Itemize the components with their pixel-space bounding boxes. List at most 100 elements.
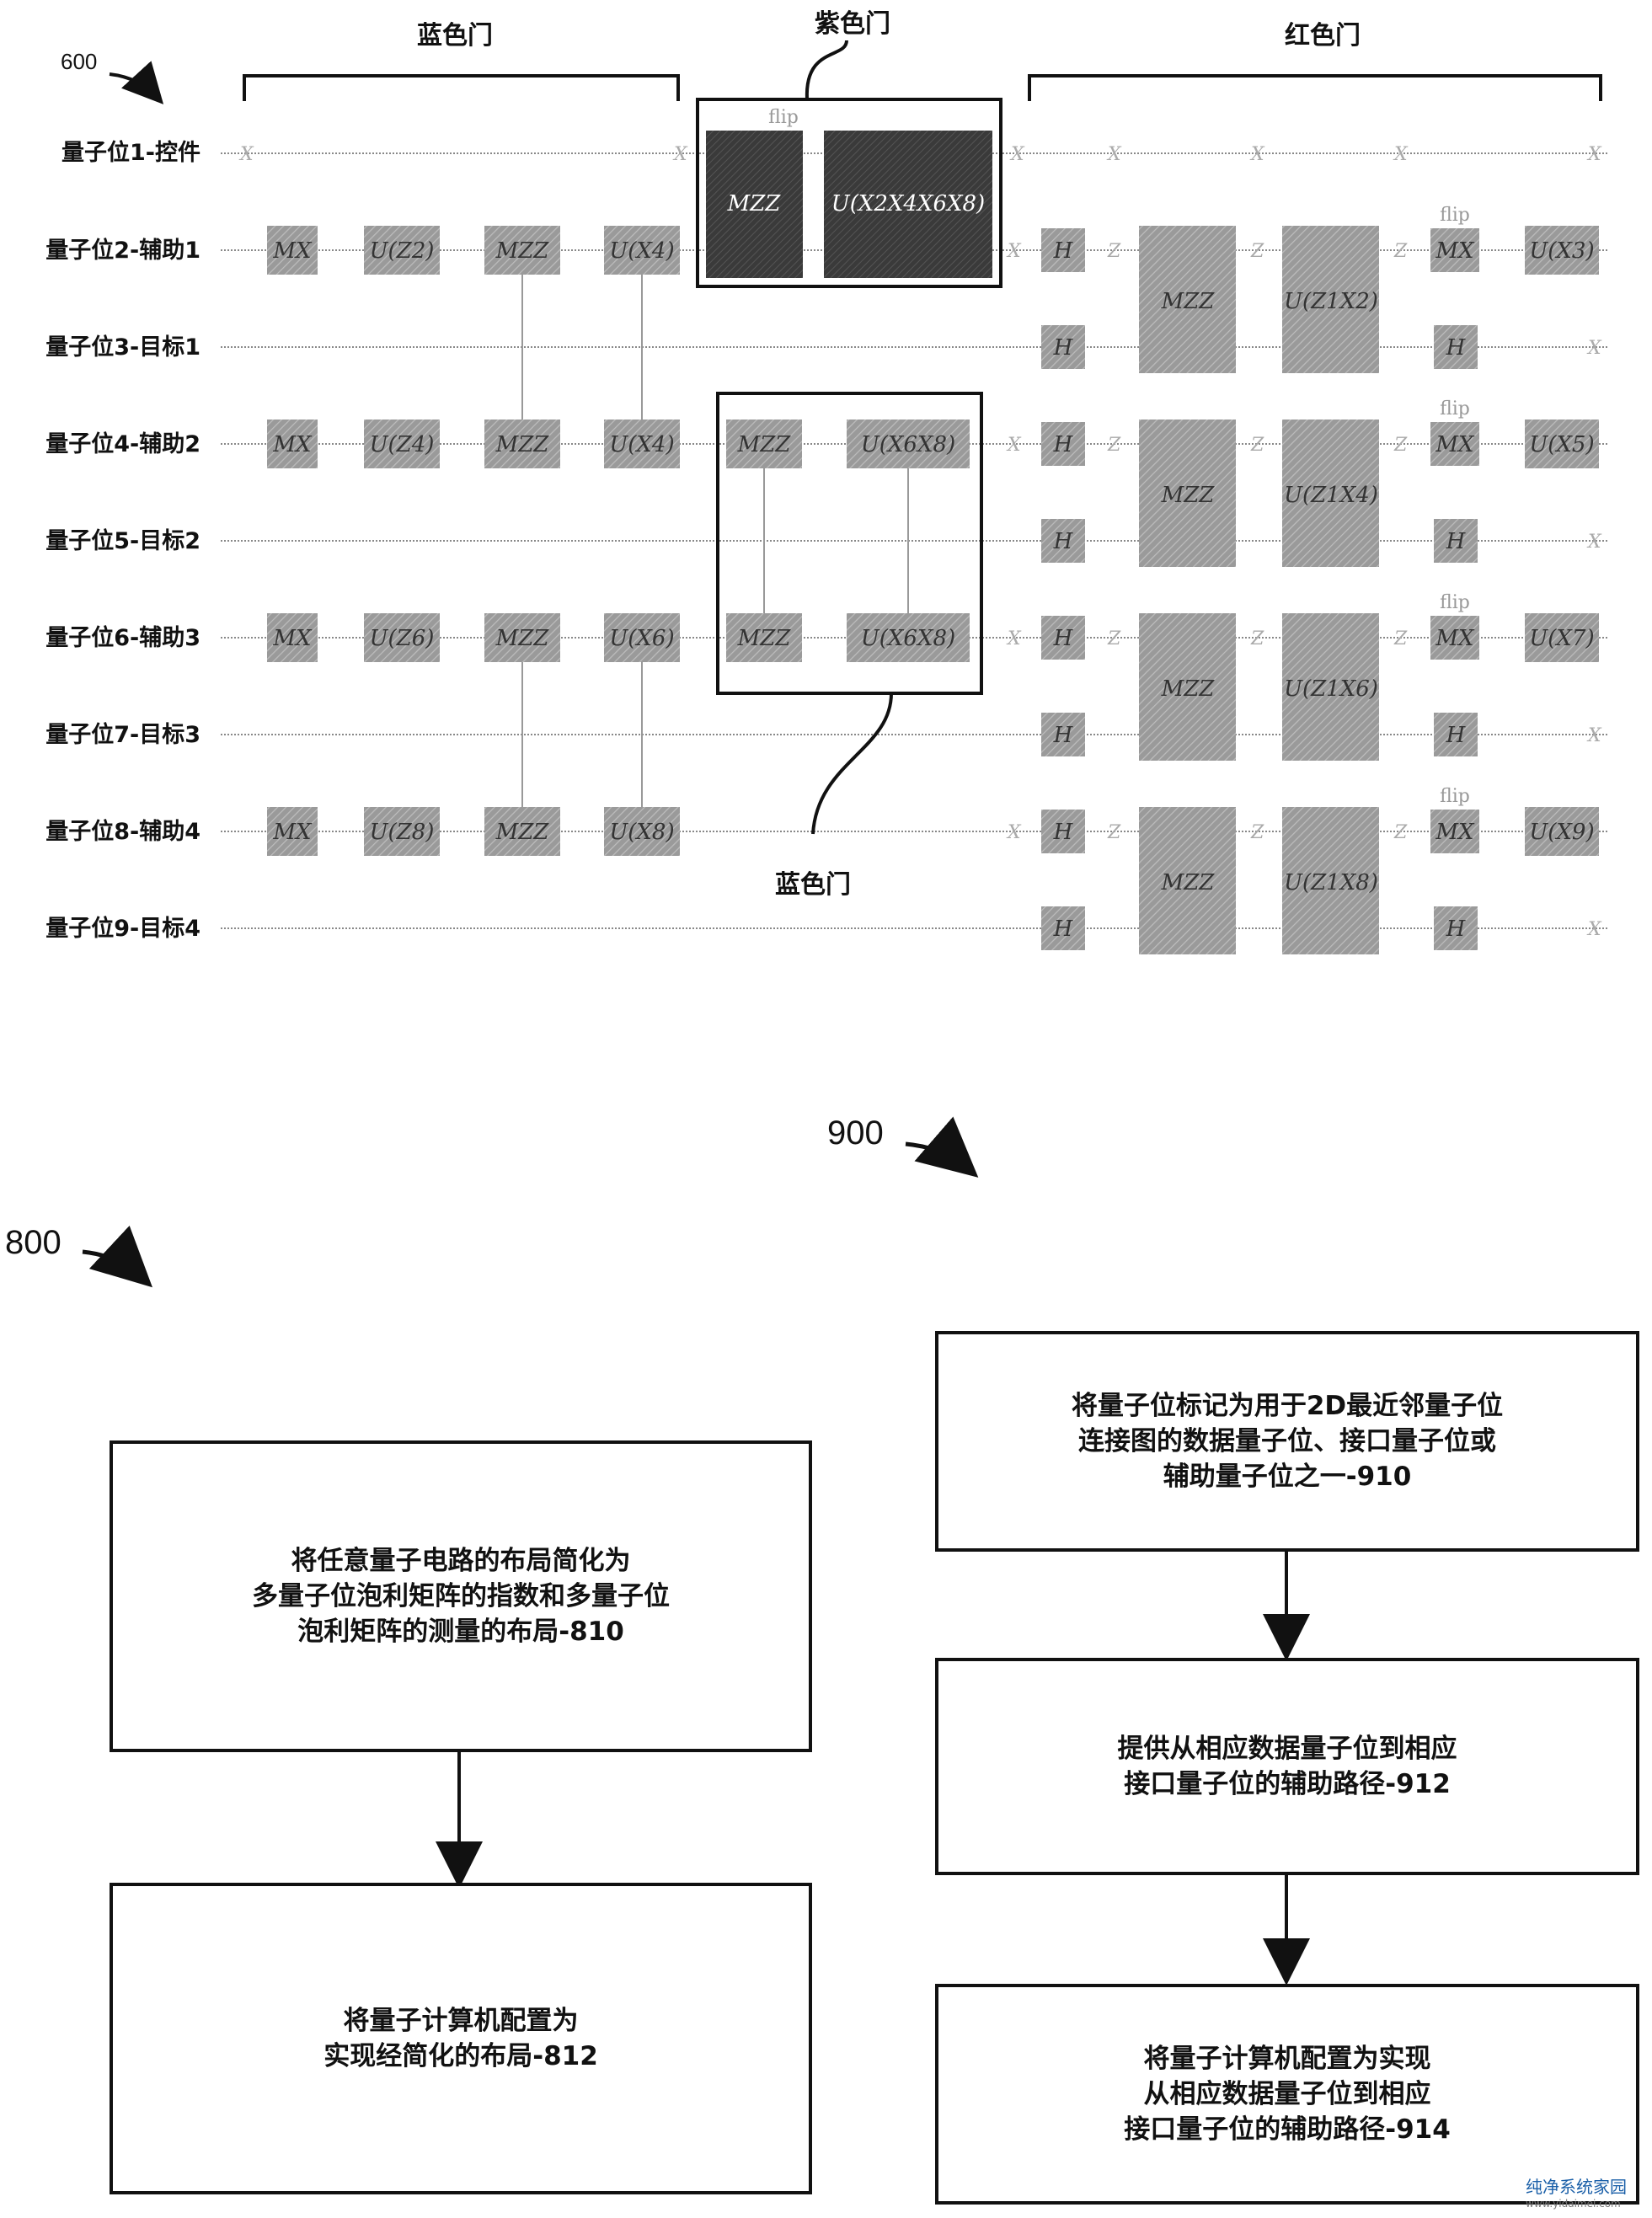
gate-label: MZZ bbox=[495, 238, 550, 264]
h-gate bbox=[1041, 228, 1085, 272]
mzz-gate-tall bbox=[1139, 613, 1236, 761]
gate-label: H bbox=[1053, 432, 1074, 457]
ux7-gate bbox=[1525, 613, 1599, 662]
gate-connectors bbox=[521, 250, 909, 831]
x-marker: X bbox=[1249, 144, 1265, 165]
flip-label: flip bbox=[1440, 786, 1470, 807]
mx-gate bbox=[267, 807, 318, 856]
qubit-label-1: 量子位1-控件 bbox=[61, 139, 200, 166]
z-marker: Z bbox=[1107, 628, 1121, 649]
flowchart-arrows bbox=[82, 1116, 1310, 1986]
h-gate bbox=[1041, 810, 1085, 853]
x-marker: X bbox=[1006, 628, 1022, 649]
flow-step-910: 将量子位标记为用于2D最近邻量子位 连接图的数据量子位、接口量子位或 辅助量子位… bbox=[935, 1331, 1639, 1552]
ux5-gate bbox=[1525, 420, 1599, 468]
lower-blue-gate-group: MZZ U(X6X8) MZZ U(X6X8) 蓝色门 bbox=[716, 392, 983, 900]
mx-gate bbox=[1430, 616, 1479, 660]
h-gate bbox=[1041, 713, 1085, 756]
uz4-gate bbox=[364, 420, 440, 468]
figure-ref-600: 600 bbox=[61, 49, 97, 74]
h-gate bbox=[1434, 519, 1478, 563]
gate-label: MZZ bbox=[737, 432, 792, 457]
big-u-gate-dark bbox=[824, 131, 992, 278]
uz1x8-gate bbox=[1282, 807, 1379, 954]
z-marker: Z bbox=[1107, 822, 1121, 843]
bracket-red bbox=[1028, 74, 1602, 101]
figure-ref-800: 800 bbox=[5, 1224, 61, 1261]
gate-label: MZZ bbox=[1161, 870, 1216, 895]
x-marker: X bbox=[672, 144, 688, 165]
gate-label: H bbox=[1053, 335, 1074, 361]
uz2-gate bbox=[364, 226, 440, 275]
qubit-label-5: 量子位5-目标2 bbox=[45, 527, 200, 554]
gate-label: MZZ bbox=[727, 191, 782, 216]
gate-label: U(X2X4X6X8) bbox=[831, 191, 985, 216]
purple-gate-group: flip MZZ U(X2X4X6X8) bbox=[696, 98, 1002, 288]
gate-label: H bbox=[1053, 723, 1074, 748]
h-gate bbox=[1434, 906, 1478, 950]
gate-label: U(Z1X4) bbox=[1284, 483, 1378, 508]
gate-label: H bbox=[1446, 335, 1467, 361]
ux6x8-gate bbox=[847, 613, 970, 662]
qubit-labels: 量子位1-控件 量子位2-辅助1 量子位3-目标1 量子位4-辅助2 量子位5-… bbox=[45, 139, 200, 942]
x-marker: X bbox=[1393, 144, 1409, 165]
mzz-gate-dark bbox=[706, 131, 803, 278]
flow-step-812-text: 将量子计算机配置为 实现经简化的布局-812 bbox=[323, 2006, 598, 2071]
flow-step-912-text: 提供从相应数据量子位到相应 接口量子位的辅助路径-912 bbox=[1117, 1734, 1457, 1799]
gate-label: U(X6X8) bbox=[861, 432, 955, 457]
bracket-blue bbox=[243, 74, 680, 101]
purple-gate-frame bbox=[696, 98, 1002, 288]
red-gates: H H H H H H H H MZZ MZZ MZZ MZZ U(Z1X2) … bbox=[1041, 205, 1599, 954]
gate-label: MX bbox=[272, 432, 313, 457]
x-marker: X bbox=[1006, 435, 1022, 456]
gate-label: U(Z8) bbox=[370, 820, 435, 845]
h-gate bbox=[1041, 616, 1085, 660]
mx-gate bbox=[267, 226, 318, 275]
watermark-url: www.yidaimei.com bbox=[1526, 2198, 1621, 2210]
mx-gate bbox=[267, 613, 318, 662]
h-gate bbox=[1434, 713, 1478, 756]
uz6-gate bbox=[364, 613, 440, 662]
lower-blue-callout-line bbox=[811, 692, 893, 835]
gate-label: MZZ bbox=[495, 626, 550, 651]
qubit-label-8: 量子位8-辅助4 bbox=[45, 818, 200, 845]
gate-label: U(Z1X6) bbox=[1284, 676, 1378, 702]
purple-callout-line bbox=[805, 40, 848, 100]
gate-label: U(X7) bbox=[1529, 626, 1594, 651]
x-marker: X bbox=[1006, 241, 1022, 262]
flip-label: flip bbox=[768, 107, 799, 128]
x-marker: X bbox=[1586, 532, 1602, 553]
ref-arrow-600 bbox=[109, 61, 164, 104]
bracket-red-label: 红色门 bbox=[1285, 21, 1361, 51]
z-marker: Z bbox=[1250, 435, 1264, 456]
ref-arrow-800 bbox=[82, 1225, 152, 1288]
watermark-title: 纯净系统家园 bbox=[1526, 2177, 1627, 2197]
gate-label: U(X3) bbox=[1529, 238, 1594, 264]
flow-step-914: 将量子计算机配置为实现 从相应数据量子位到相应 接口量子位的辅助路径-914 bbox=[935, 1984, 1639, 2205]
bracket-purple-label: 紫色门 bbox=[815, 9, 890, 39]
gate-label: MZZ bbox=[1161, 483, 1216, 508]
gate-label: MX bbox=[272, 820, 313, 845]
qubit-label-9: 量子位9-目标4 bbox=[45, 915, 200, 942]
mzz-gate-tall bbox=[1139, 807, 1236, 954]
gate-label: U(Z1X8) bbox=[1284, 870, 1378, 895]
gate-label: H bbox=[1053, 917, 1074, 942]
z-marker: Z bbox=[1393, 435, 1408, 456]
gate-label: U(X4) bbox=[609, 238, 674, 264]
gate-label: H bbox=[1446, 529, 1467, 554]
h-gate bbox=[1434, 325, 1478, 369]
x-marker: X bbox=[1586, 338, 1602, 359]
x-marker: X bbox=[1009, 144, 1025, 165]
gate-label: U(X6) bbox=[609, 626, 674, 651]
mzz-gate bbox=[726, 420, 802, 468]
gate-label: MZZ bbox=[737, 626, 792, 651]
x-marker: X bbox=[1586, 144, 1602, 165]
gate-label: H bbox=[1446, 917, 1467, 942]
z-marker: Z bbox=[1393, 822, 1408, 843]
gate-label: U(Z1X2) bbox=[1284, 289, 1378, 314]
gate-label: MZZ bbox=[1161, 676, 1216, 702]
gate-label: U(Z4) bbox=[370, 432, 435, 457]
mzz-gate bbox=[484, 613, 560, 662]
x-marker: X bbox=[238, 144, 254, 165]
flip-label: flip bbox=[1440, 592, 1470, 613]
